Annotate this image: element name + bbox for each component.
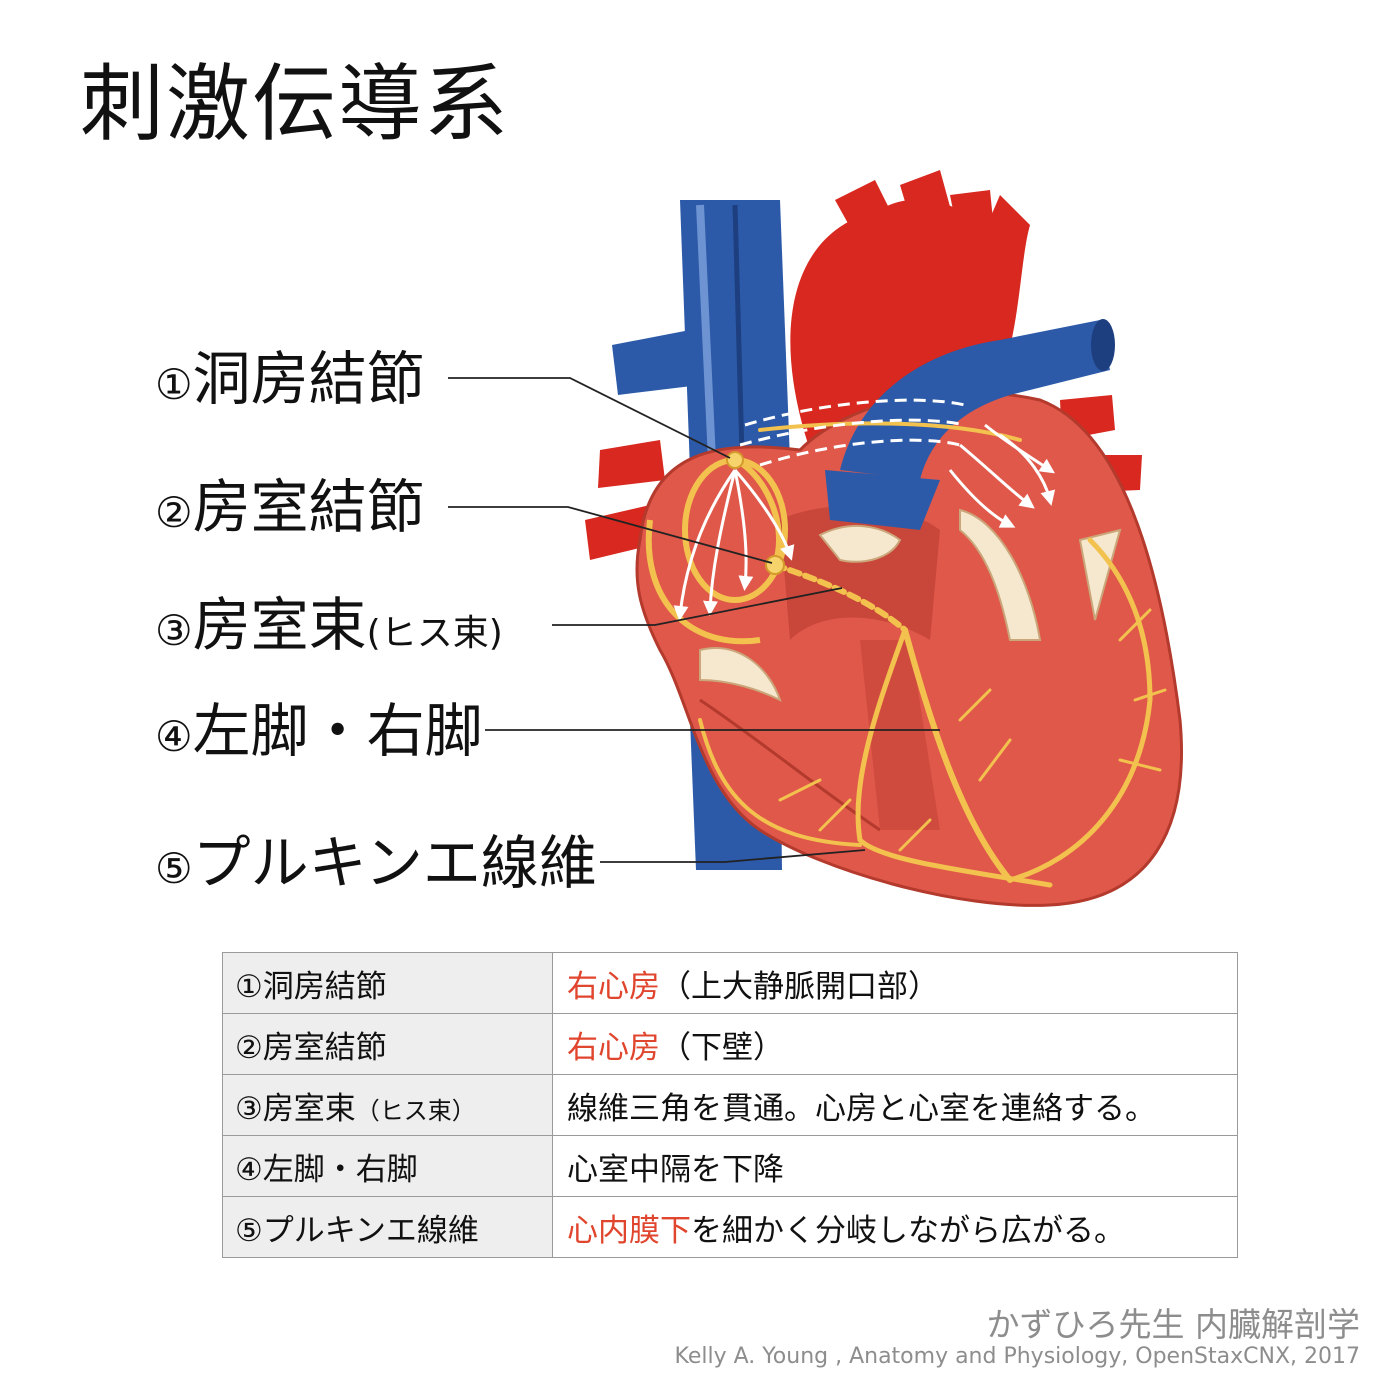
pulmonary-trunk: [825, 319, 1115, 530]
interatrial-bundle: [739, 398, 966, 467]
leader-line-2: [448, 506, 773, 564]
heart-valves: [699, 508, 1122, 702]
table-cell-desc: 心室中隔を下降: [552, 1135, 1238, 1197]
table-row: ⑤プルキンエ線維 心内膜下を細かく分岐しながら広がる。: [222, 1196, 1238, 1258]
summary-table: ①洞房結節 右心房（上大静脈開口部） ②房室結節 右心房（下壁） ③房室束（ヒス…: [222, 952, 1238, 1258]
av-node-dot: [765, 555, 785, 575]
leader-line-5: [600, 849, 866, 863]
table-cell-desc: 右心房（上大静脈開口部）: [552, 952, 1238, 1014]
sa-node-dot: [726, 451, 744, 469]
credit-author: かずひろ先生 内臓解剖学: [986, 1305, 1361, 1344]
label-purkinje-fibers: ⑤プルキンエ線維: [155, 829, 597, 897]
table-cell-desc: 右心房（下壁）: [552, 1013, 1238, 1075]
table-cell-name: ②房室結節: [222, 1013, 553, 1075]
table-cell-desc: 線維三角を貫通。心房と心室を連絡する。: [552, 1074, 1238, 1136]
table-cell-desc: 心内膜下を細かく分岐しながら広がる。: [552, 1196, 1238, 1258]
leader-line-1: [448, 377, 731, 459]
page-title: 刺激伝導系: [80, 55, 511, 153]
label-his-bundle: ③房室束(ヒス束): [155, 591, 503, 659]
aorta: [790, 170, 1030, 450]
impulse-arrows: [673, 423, 1056, 621]
label-sa-node: ①洞房結節: [155, 345, 425, 413]
credit-source: Kelly A. Young , Anatomy and Physiology,…: [674, 1344, 1360, 1369]
table-cell-name: ③房室束（ヒス束）: [222, 1074, 553, 1136]
label-av-node: ②房室結節: [155, 473, 425, 541]
table-cell-name: ④左脚・右脚: [222, 1135, 553, 1197]
table-cell-name: ⑤プルキンエ線維: [222, 1196, 553, 1258]
table-row: ②房室結節 右心房（下壁）: [222, 1013, 1238, 1075]
table-cell-name: ①洞房結節: [222, 952, 553, 1014]
label-leader-lines: [448, 377, 940, 863]
label-bundle-branches: ④左脚・右脚: [155, 697, 483, 765]
conduction-pathway: [698, 421, 1167, 888]
table-row: ①洞房結節 右心房（上大静脈開口部）: [222, 952, 1238, 1014]
table-row: ③房室束（ヒス束） 線維三角を貫通。心房と心室を連絡する。: [222, 1074, 1238, 1136]
leader-line-3: [552, 587, 843, 626]
table-row: ④左脚・右脚 心室中隔を下降: [222, 1135, 1238, 1197]
